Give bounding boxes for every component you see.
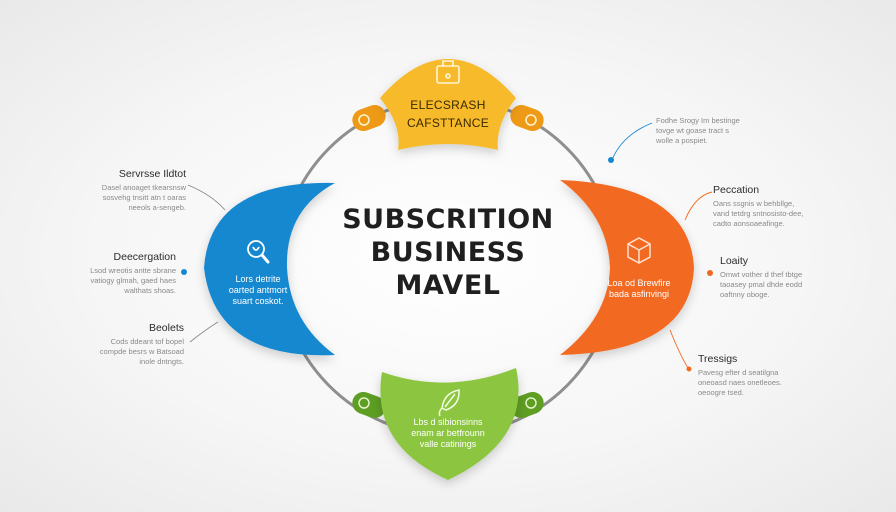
note-line: sosvehg tnsitt atn t oaras [102, 193, 186, 202]
right-text-line: Loa od Brewfire [607, 278, 671, 288]
note-line: Dasel anoaget tkearsnsw [101, 183, 186, 192]
note-heading: Loaity [720, 255, 749, 267]
left-text-line: oarted antmort [228, 285, 288, 295]
note-heading: Beolets [148, 322, 184, 334]
left-text-line: Lors detrite [235, 274, 281, 284]
briefcase-icon [436, 60, 460, 84]
note-left-3: Beolets Cods ddeant tof bopel compde bes… [74, 322, 184, 367]
note-right-3: Tressigs Pavesg efter d seatilgna oneoas… [698, 353, 808, 398]
note-line: Cods ddeant tof bopel [110, 337, 184, 346]
box-icon [627, 237, 651, 264]
note-line: Lsod wreotis antte sbrane [90, 266, 176, 275]
title-line-3: MAVEL [395, 270, 501, 301]
note-dot-top-right [608, 157, 614, 163]
note-right-1: Peccation Oans ssgnis w behbllge, vand t… [713, 184, 823, 229]
note-line: Pavesg efter d seatilgna [698, 368, 779, 377]
top-segment-label: ELECSRASH CAFSTTANCE [390, 96, 506, 132]
bottom-segment[interactable] [380, 368, 519, 480]
note-heading: Tressigs [698, 353, 738, 365]
top-segment-tabs [352, 104, 544, 132]
bottom-segment-text: Lbs d sibionsinns enam ar betfrounn vall… [400, 417, 496, 450]
note-heading: Peccation [713, 184, 760, 196]
note-line: wolle a pospiet. [656, 136, 708, 145]
bottom-text-line: Lbs d sibionsinns [413, 417, 483, 427]
note-line: Oans ssgnis w behbllge, [713, 199, 795, 208]
note-line: vatiogy glmah, gaed haes [90, 276, 176, 285]
note-dot-left [181, 269, 187, 275]
top-segment[interactable] [380, 59, 516, 150]
note-line: inole dntngts. [139, 357, 184, 366]
note-line: Fodhe Srogy Im bestinge [656, 116, 740, 125]
top-label-line-2: CAFSTTANCE [406, 116, 490, 130]
bottom-segment-tabs [352, 391, 544, 419]
right-segment[interactable] [560, 180, 694, 355]
page-title: SUBSCRITION BUSINESS MAVEL [340, 203, 556, 302]
note-connectors [187, 122, 713, 369]
left-text-line: suart coskot. [232, 296, 284, 306]
note-line: compde besrs w Batsoad [99, 347, 184, 356]
title-line-1: SUBSCRITION [342, 204, 554, 235]
magnifier-icon [247, 240, 270, 264]
note-line: oaftnny oboge. [720, 290, 770, 299]
title-line-2: BUSINESS [370, 237, 526, 268]
note-line: tovge wt goase tract s [656, 126, 729, 135]
note-heading: Deecergation [113, 251, 176, 263]
note-line: oneoasd naes onetleoes. [698, 378, 782, 387]
note-line: oeoogre tsed. [698, 388, 744, 397]
note-left-2: Deecergation Lsod wreotis antte sbrane v… [66, 251, 176, 296]
right-segment-text: Loa od Brewfire bada asfinvingi [596, 278, 682, 300]
note-dot-right-bottom [686, 366, 692, 372]
note-line: neeols a-sengeb. [128, 203, 186, 212]
bottom-text-line: enam ar betfrounn [411, 428, 485, 438]
left-segment[interactable] [204, 182, 335, 356]
leaf-icon [438, 389, 460, 417]
right-text-line: bada asfinvingi [608, 289, 670, 299]
note-line: cadto aonsoaeafinge. [713, 219, 785, 228]
note-heading: Servrsse Ildtot [118, 168, 186, 180]
note-top-right: Fodhe Srogy Im bestinge tovge wt goase t… [656, 116, 756, 146]
note-right-2: Loaity Omwt vother d thef tbtge taoasey … [720, 255, 830, 300]
note-line: vand tetdrg sntnosisto-dee, [713, 209, 804, 218]
note-line: Omwt vother d thef tbtge [720, 270, 803, 279]
note-line: taoasey pmal dhde eodd [720, 280, 803, 289]
note-dot-right [707, 270, 713, 276]
top-label-line-1: ELECSRASH [410, 98, 486, 112]
note-left-1: Servrsse Ildtot Dasel anoaget tkearsnsw … [76, 168, 186, 213]
bottom-text-line: valle catinings [419, 439, 477, 449]
note-line: walthats shoas. [124, 286, 176, 295]
left-segment-text: Lors detrite oarted antmort suart coskot… [218, 274, 298, 307]
